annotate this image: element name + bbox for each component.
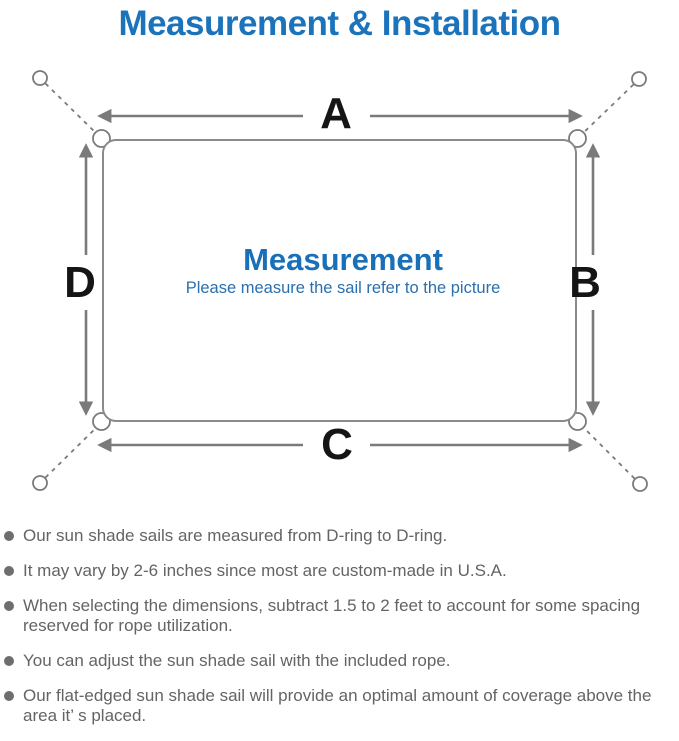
rope-dashed-line-top-right: [579, 83, 635, 137]
rope-dashed-line-bottom-right: [580, 424, 636, 480]
dimension-label-d: D: [64, 258, 96, 307]
list-item: It may vary by 2-6 inches since most are…: [2, 561, 675, 581]
sail-outline: [102, 139, 577, 422]
bullet-dot-icon: [4, 601, 14, 611]
diagram-center-subtitle: Please measure the sail refer to the pic…: [186, 279, 501, 297]
anchor-point-circle-bottom-left: [32, 475, 48, 491]
rope-dashed-line-top-left: [44, 82, 100, 137]
sail-measurement-diagram: A B C D Measurement Please measure the s…: [32, 70, 648, 492]
rope-dashed-line-bottom-left: [44, 424, 100, 479]
list-item: When selecting the dimensions, subtract …: [2, 596, 675, 636]
bullet-dot-icon: [4, 531, 14, 541]
d-ring-top-left: [92, 129, 111, 148]
note-text: Our sun shade sails are measured from D-…: [23, 526, 448, 545]
measurement-notes-list: Our sun shade sails are measured from D-…: [0, 520, 679, 741]
rope-lines: [44, 82, 636, 480]
note-text: It may vary by 2-6 inches since most are…: [23, 561, 507, 580]
note-text: You can adjust the sun shade sail with t…: [23, 651, 451, 670]
bullet-dot-icon: [4, 656, 14, 666]
page-title: Measurement & Installation: [118, 4, 561, 43]
list-item: You can adjust the sun shade sail with t…: [2, 651, 675, 671]
anchor-point-circle-bottom-right: [632, 476, 648, 492]
dimension-label-b: B: [569, 258, 601, 307]
list-item: Our flat-edged sun shade sail will provi…: [2, 686, 675, 726]
bullet-dot-icon: [4, 691, 14, 701]
dimension-label-c: C: [321, 420, 353, 469]
diagram-center-title: Measurement: [243, 242, 443, 277]
note-text: Our flat-edged sun shade sail will provi…: [23, 686, 652, 725]
anchor-points: [32, 70, 648, 492]
d-ring-top-right: [568, 129, 587, 148]
anchor-point-circle-top-right: [631, 71, 647, 87]
bullet-dot-icon: [4, 566, 14, 576]
note-text: When selecting the dimensions, subtract …: [23, 596, 641, 635]
list-item: Our sun shade sails are measured from D-…: [2, 526, 675, 546]
dimension-label-a: A: [320, 89, 352, 138]
dimension-arrows: [78, 108, 601, 453]
anchor-point-circle-top-left: [32, 70, 48, 86]
